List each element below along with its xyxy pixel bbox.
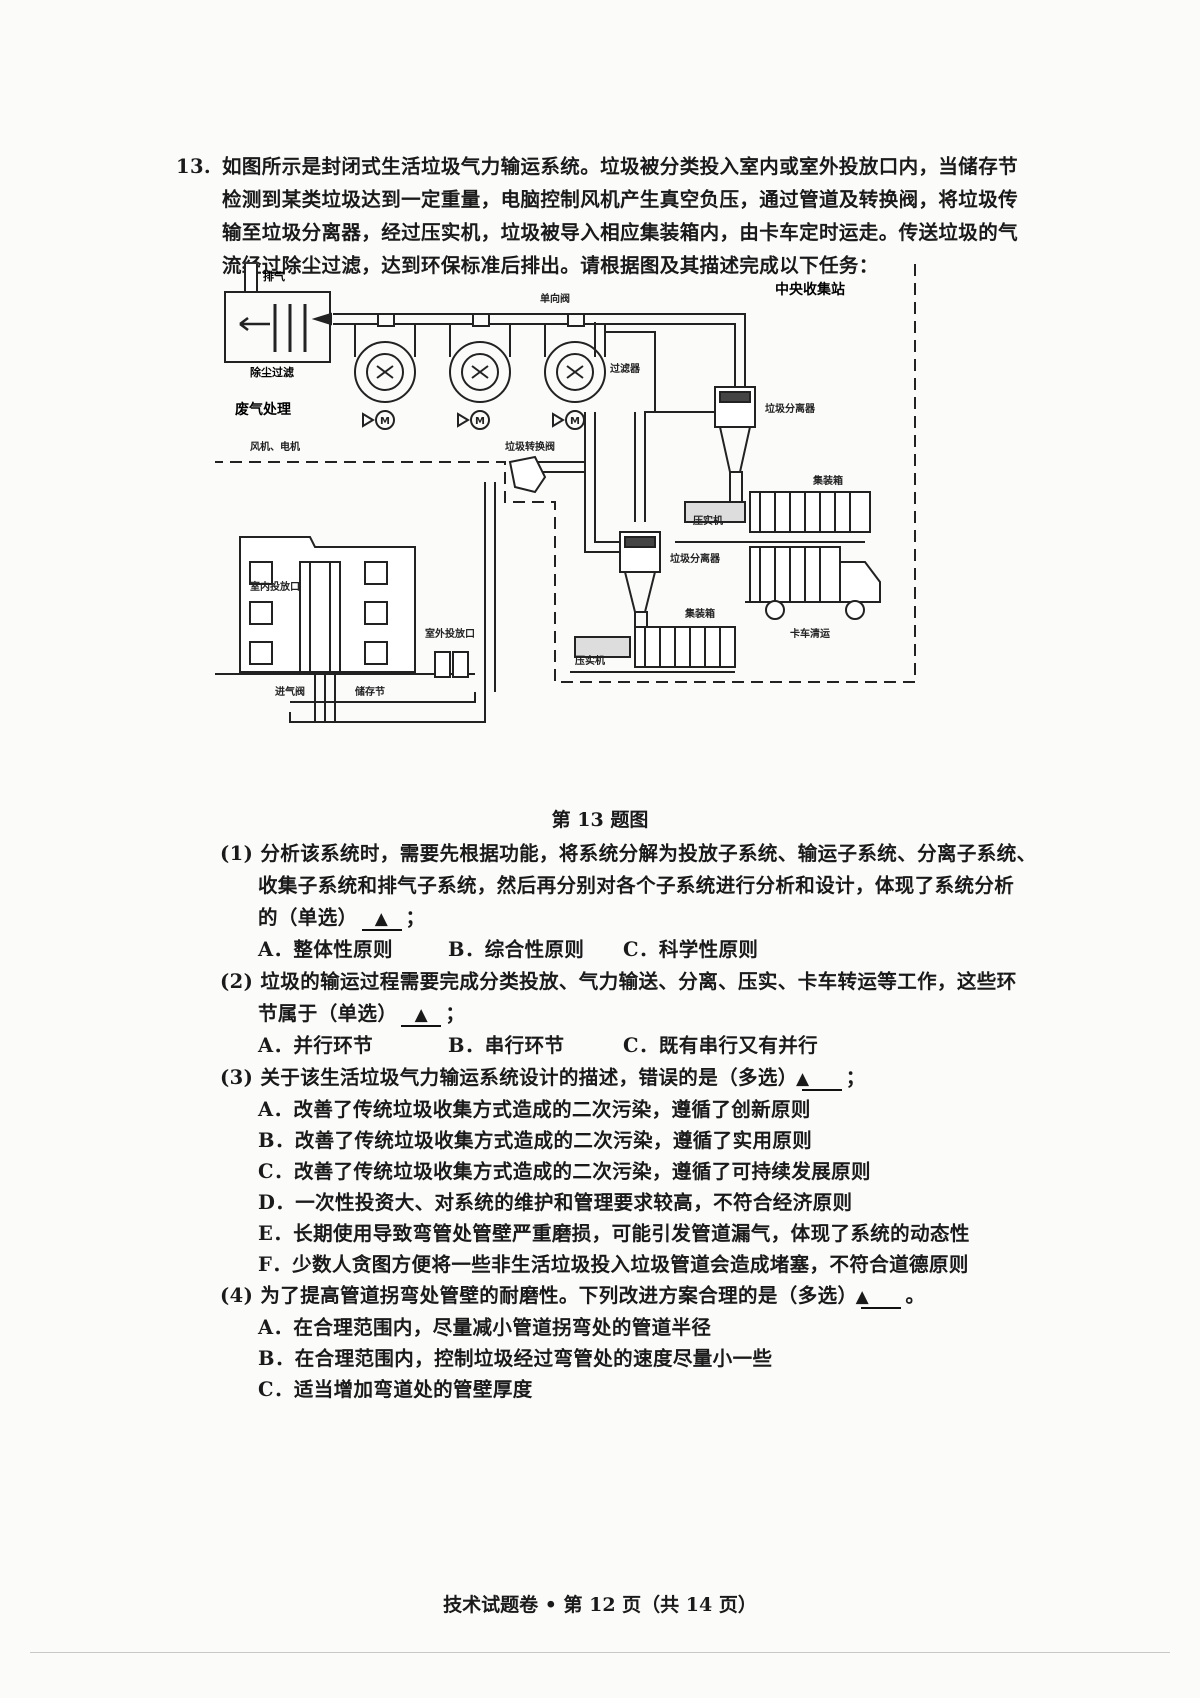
indoor-inlet-label: 室内投放口 <box>250 580 300 593</box>
intro-line: 如图所示是封闭式生活垃圾气力输运系统。垃圾被分类投入室内或室外投放口内，当储存节 <box>222 155 1019 178</box>
container-bottom-label: 集装箱 <box>684 607 715 620</box>
stem-line: (3) 关于该生活垃圾气力输运系统设计的描述，错误的是（多选） <box>220 1066 798 1089</box>
stem-line-with-blank: 的（单选）▲； <box>220 902 1040 934</box>
truck: 卡车清运 <box>745 546 881 640</box>
stem-line-with-blank: 节属于（单选）▲； <box>220 998 1040 1030</box>
dust-filter-label: 除尘过滤 <box>250 365 294 379</box>
transfer-valve: 垃圾转换阀 <box>505 440 555 494</box>
fan-unit-1: M <box>354 313 416 430</box>
option-a: A．在合理范围内，尽量减小管道拐弯处的管道半径 <box>258 1316 712 1339</box>
answer-blank[interactable]: ▲ <box>401 1005 442 1027</box>
option-c: C．改善了传统垃圾收集方式造成的二次污染，遵循了可持续发展原则 <box>258 1160 871 1183</box>
answer-blank[interactable]: ▲ <box>856 1287 902 1309</box>
central-station-boundary <box>215 262 916 683</box>
storage-section-label: 储存节 <box>354 685 385 698</box>
waste-gas-label: 废气处理 <box>235 401 291 418</box>
subquestions: (1) 分析该系统时，需要先根据功能，将系统分解为投放子系统、输运子系统、分离子… <box>220 838 1040 1405</box>
option-a: A．并行环节 <box>258 1034 374 1057</box>
motor-symbol: M <box>380 416 390 427</box>
stem-line-with-blank: (4) 为了提高管道拐弯处管壁的耐磨性。下列改进方案合理的是（多选）▲。 <box>220 1280 1040 1312</box>
air-inlet-valve-label: 进气阀 <box>275 685 305 698</box>
option-b: B．串行环节 <box>448 1034 565 1057</box>
fan-unit-3: M <box>544 313 606 430</box>
compactor-container-top: 集装箱 压实机 <box>675 474 871 543</box>
container-top-label: 集装箱 <box>812 474 843 487</box>
answer-blank[interactable]: ▲ <box>361 909 402 931</box>
separator-top: 垃圾分离器 <box>714 386 816 503</box>
question-number: 13. <box>176 155 212 178</box>
option-c: C．科学性原则 <box>623 938 759 961</box>
option-b: B．改善了传统垃圾收集方式造成的二次污染，遵循了实用原则 <box>258 1129 813 1152</box>
check-valve-label: 单向阀 <box>540 292 570 305</box>
stem-line: (1) 分析该系统时，需要先根据功能，将系统分解为投放子系统、输运子系统、分离子… <box>220 842 1037 865</box>
option-b: B．在合理范围内，控制垃圾经过弯管处的速度尽量小一些 <box>258 1347 773 1370</box>
stem-line-with-blank: (3) 关于该生活垃圾气力输运系统设计的描述，错误的是（多选）▲； <box>220 1062 1040 1094</box>
page-footer: 技术试题卷 • 第 12 页（共 14 页） <box>443 1594 757 1616</box>
waste-gas-treatment: 排气 除尘过滤 废气处理 <box>224 262 331 418</box>
motor-symbol: M <box>570 416 580 427</box>
compactor-top-label: 压实机 <box>693 514 723 527</box>
motor-symbol: M <box>475 416 485 427</box>
stem-line: 收集子系统和排气子系统，然后再分别对各个子系统进行分析和设计，体现了系统分析 <box>258 874 1015 897</box>
stem-end: 。 <box>905 1284 926 1307</box>
question-intro: 13. 如图所示是封闭式生活垃圾气力输运系统。垃圾被分类投入室内或室外投放口内，… <box>176 150 1028 282</box>
option-a: A．改善了传统垃圾收集方式造成的二次污染，遵循了创新原则 <box>258 1098 811 1121</box>
central-station-label: 中央收集站 <box>775 281 845 298</box>
stem-end: ； <box>845 1066 866 1089</box>
system-diagram: 排气 除尘过滤 废气处理 单向阀 中央收集站 M <box>215 262 916 723</box>
answer-blank[interactable]: ▲ <box>796 1069 842 1091</box>
option-f: F．少数人贪图方便将一些非生活垃圾投入垃圾管道会造成堵塞，不符合道德原则 <box>258 1253 969 1276</box>
stem-line: 节属于（单选） <box>258 1002 398 1025</box>
stem-end: ； <box>445 1002 466 1025</box>
filter-label: 过滤器 <box>610 362 641 375</box>
options: A．并行环节 B．串行环节 C．既有串行又有并行 <box>220 1030 1040 1062</box>
option-d: D．一次性投资大、对系统的维护和管理要求较高，不符合经济原则 <box>258 1191 853 1214</box>
options: A．整体性原则 B．综合性原则 C．科学性原则 <box>220 934 1040 966</box>
fan-units: M M M 风机、电机 过滤器 <box>250 313 641 453</box>
intro-line: 流经过除尘过滤，达到环保标准后排出。请根据图及其描述完成以下任务： <box>222 254 879 277</box>
subquestion-4: (4) 为了提高管道拐弯处管壁的耐磨性。下列改进方案合理的是（多选）▲。 A．在… <box>220 1280 1040 1405</box>
outdoor-inlet-label: 室外投放口 <box>425 627 475 640</box>
subquestion-1: (1) 分析该系统时，需要先根据功能，将系统分解为投放子系统、输运子系统、分离子… <box>220 838 1040 966</box>
exhaust-label: 排气 <box>263 269 285 283</box>
separator-top-label: 垃圾分离器 <box>765 402 816 415</box>
bottom-rule <box>30 1652 1170 1653</box>
option-c: C．既有串行又有并行 <box>623 1034 819 1057</box>
options: A．在合理范围内，尽量减小管道拐弯处的管道半径 B．在合理范围内，控制垃圾经过弯… <box>220 1312 1040 1405</box>
intro-line: 检测到某类垃圾达到一定重量，电脑控制风机产生真空负压，通过管道及转换阀，将垃圾传 <box>222 188 1019 211</box>
option-b: B．综合性原则 <box>448 938 585 961</box>
separator-bottom-label: 垃圾分离器 <box>670 552 721 565</box>
separator-bottom: 垃圾分离器 <box>619 531 721 638</box>
option-e: E．长期使用导致弯管处管壁严重磨损，可能引发管道漏气，体现了系统的动态性 <box>258 1222 970 1245</box>
subquestion-2: (2) 垃圾的输运过程需要完成分类投放、气力输送、分离、压实、卡车转运等工作，这… <box>220 966 1040 1062</box>
fan-motor-label: 风机、电机 <box>250 440 300 453</box>
subquestion-3: (3) 关于该生活垃圾气力输运系统设计的描述，错误的是（多选）▲； A．改善了传… <box>220 1062 1040 1280</box>
option-c: C．适当增加弯道处的管壁厚度 <box>258 1378 533 1401</box>
option-a: A．整体性原则 <box>258 938 393 961</box>
fan-unit-2: M <box>449 313 511 430</box>
residential-building: 室内投放口 室外投放口 进气阀 储存节 <box>215 536 486 723</box>
compactor-bottom-label: 压实机 <box>575 654 605 667</box>
stem-line: 的（单选） <box>258 906 358 929</box>
intro-line: 输至垃圾分离器，经过压实机，垃圾被导入相应集装箱内，由卡车定时运走。传送垃圾的气 <box>222 221 1019 244</box>
stem-end: ； <box>405 906 426 929</box>
truck-label: 卡车清运 <box>790 627 830 640</box>
compactor-container-bottom: 集装箱 压实机 <box>570 607 736 673</box>
figure-caption: 第 13 题图 <box>551 809 649 831</box>
stem-line: (2) 垃圾的输运过程需要完成分类投放、气力输送、分离、压实、卡车转运等工作，这… <box>220 970 1017 993</box>
options: A．改善了传统垃圾收集方式造成的二次污染，遵循了创新原则 B．改善了传统垃圾收集… <box>220 1094 1040 1280</box>
transfer-valve-label: 垃圾转换阀 <box>505 440 555 453</box>
exhaust-duct: 单向阀 <box>311 292 746 402</box>
stem-line: (4) 为了提高管道拐弯处管壁的耐磨性。下列改进方案合理的是（多选） <box>220 1284 858 1307</box>
